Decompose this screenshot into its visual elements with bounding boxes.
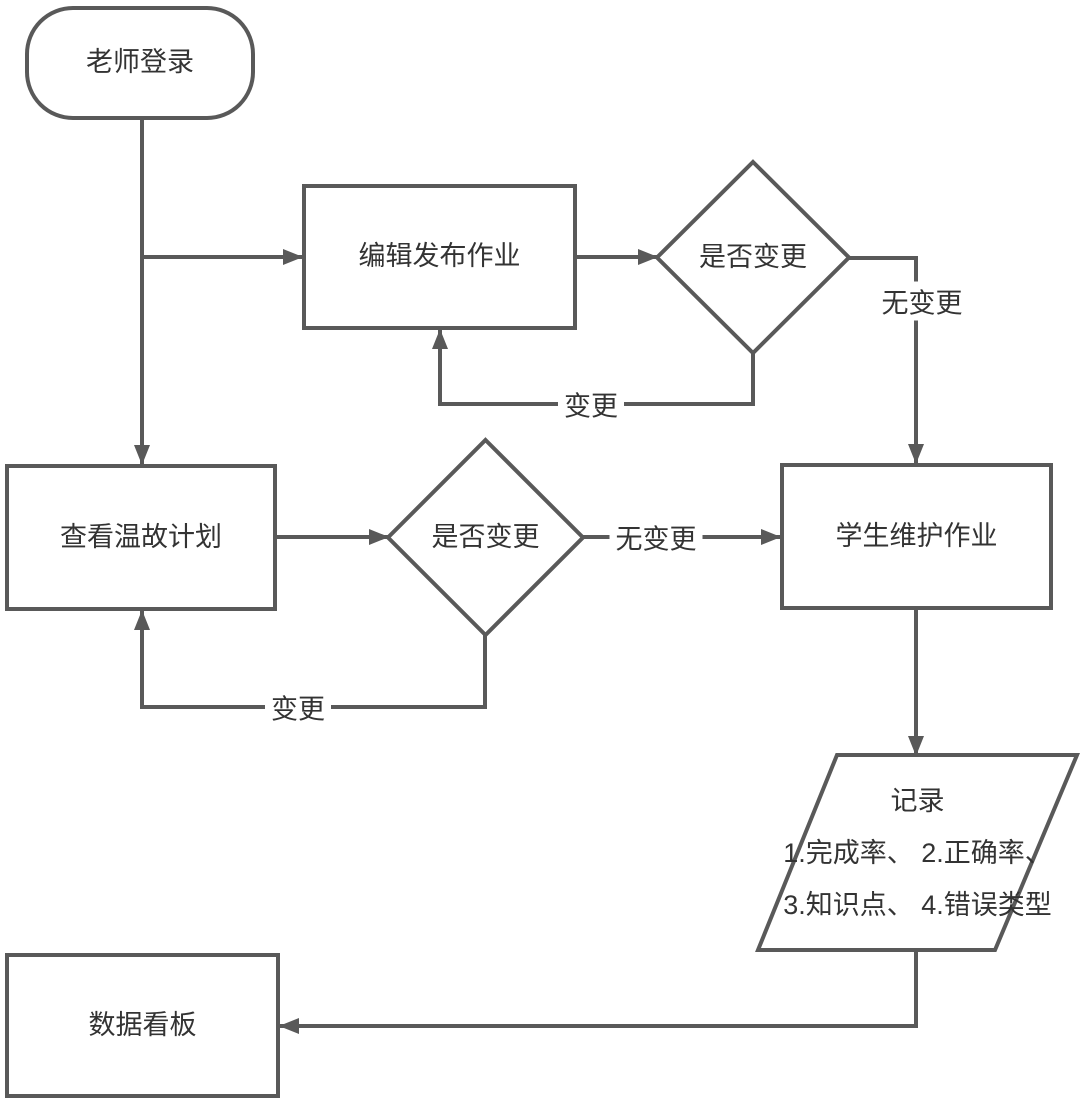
edge-label-change-top: 变更	[558, 384, 624, 424]
dashboard-label: 数据看板	[88, 1009, 197, 1040]
diamond-shape	[654, 159, 852, 356]
diamond-shape	[385, 437, 586, 638]
decision2-label: 是否变更	[431, 521, 540, 552]
edge-record-to-dashboard	[279, 950, 918, 1034]
review-plan-label: 查看温故计划	[60, 521, 222, 552]
edit-publish-label: 编辑发布作业	[358, 241, 521, 272]
decision-node-publish-change: 是否变更	[654, 159, 852, 356]
edge-decision1-no-change-to-student	[849, 256, 924, 464]
record-title: 记录	[890, 785, 945, 816]
teacher-login-label: 老师登录	[86, 47, 194, 78]
record-text: 记录 1.完成率、 2.正确率、 3.知识点、 4.错误类型	[783, 775, 1052, 931]
record-line1: 1.完成率、 2.正确率、	[783, 837, 1052, 868]
decision-node-review-change: 是否变更	[385, 437, 586, 638]
edge-label-no-change-mid: 无变更	[609, 517, 703, 557]
decision1-label: 是否变更	[699, 241, 807, 272]
start-node-teacher-login: 老师登录	[25, 6, 255, 120]
data-node-record: 记录 1.完成率、 2.正确率、 3.知识点、 4.错误类型	[755, 753, 1081, 952]
process-node-student-maintain: 学生维护作业	[780, 463, 1053, 610]
edge-label-no-change-top: 无变更	[875, 281, 969, 321]
process-node-edit-publish: 编辑发布作业	[302, 184, 577, 330]
process-node-dashboard: 数据看板	[5, 953, 280, 1098]
student-maintain-label: 学生维护作业	[835, 520, 998, 551]
process-node-review-plan: 查看温故计划	[5, 464, 277, 611]
record-line2: 3.知识点、 4.错误类型	[783, 889, 1052, 920]
edge-label-change-mid: 变更	[265, 687, 331, 727]
parallelogram-shape	[755, 753, 1081, 952]
